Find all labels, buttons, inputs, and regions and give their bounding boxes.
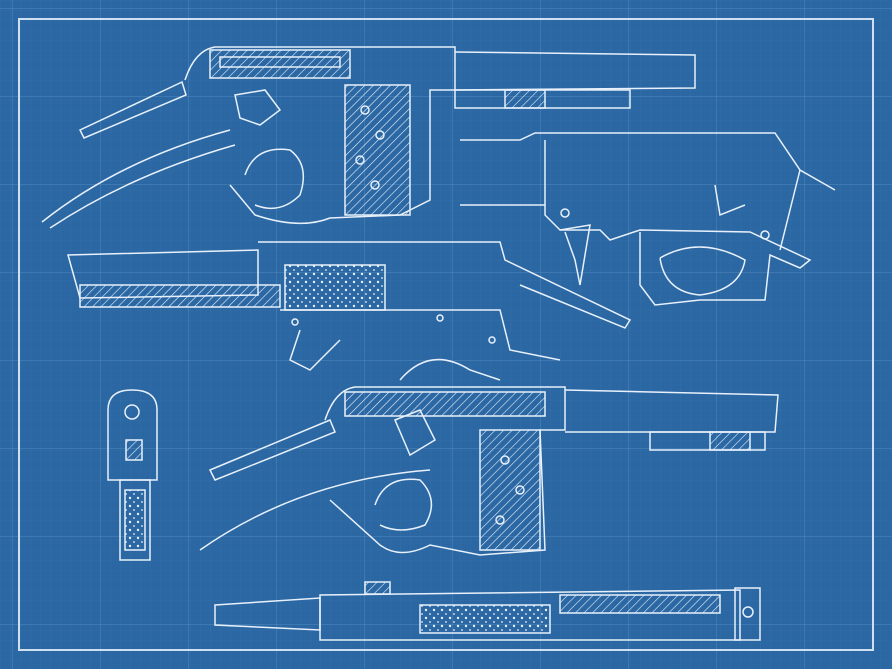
mechanism-side-section-top [41, 46, 696, 229]
bolt-detail-vertical [107, 389, 158, 561]
mechanism-side-section-lower [199, 386, 779, 556]
receiver-exterior-side [460, 132, 836, 306]
frame-border [18, 18, 874, 651]
receiver-section-middle [67, 241, 632, 381]
receiver-top-section [214, 581, 761, 641]
